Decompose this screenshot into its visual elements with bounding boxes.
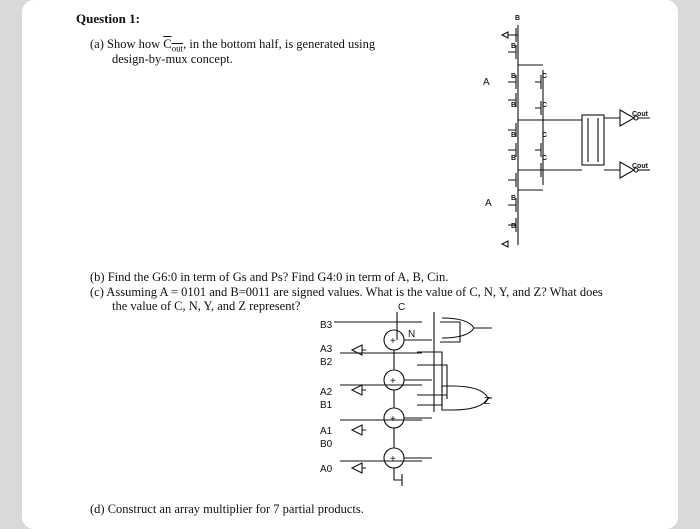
question-c-line1: (c) Assuming A = 0101 and B=0011 are sig… [90,285,603,299]
label-cout-top: Cout [632,111,649,118]
label-a: A [485,198,492,209]
label-b-top: B [515,15,520,22]
adder-1: + [390,414,396,425]
label-c2: C [542,132,547,139]
question-a-line1: (a) Show how Cout, in the bottom half, i… [90,37,375,56]
input-b1: B1 [320,400,333,411]
label-b5: B [511,155,516,162]
label-b2: B [511,73,516,80]
label-b6: B [511,195,516,202]
question-a-line2: design-by-mux concept. [112,52,233,66]
question-title: Question 1: [76,11,140,26]
question-d: (d) Construct an array multiplier for 7 … [90,502,364,516]
flag-c: C [398,302,405,313]
transistor-circuit-diagram: B B A B C B C B C B C A B B Cout Cout [320,15,650,486]
label-a-bar: A [483,77,490,88]
label-c1: C [542,73,547,80]
flag-z: Z [484,396,490,407]
label-b4: B [511,132,516,139]
input-a2: A2 [320,387,333,398]
adder-0: + [390,454,396,465]
label-cout-bottom: Cout [632,163,649,170]
input-a0: A0 [320,464,333,475]
input-b3: B3 [320,320,333,331]
cout-symbol: Cout [163,37,184,54]
input-b0: B0 [320,439,333,450]
label-b3: B [511,102,516,109]
document-page: Question 1: (a) Show how Cout, in the bo… [22,0,678,529]
question-b: (b) Find the G6:0 in term of Gs and Ps? … [90,270,449,284]
label-c-bar1: C [542,102,547,109]
part-a-rest: , in the bottom half, is generated using [183,37,376,51]
input-a1: A1 [320,426,333,437]
question-c-line2: the value of C, N, Y, and Z represent? [112,299,301,313]
part-a-prefix: (a) Show how [90,37,164,51]
input-a3: A3 [320,344,333,355]
input-b2: B2 [320,357,333,368]
flag-n: N [408,329,415,340]
label-c-bar2: C [542,155,547,162]
label-b-bar-bottom: B [511,223,516,230]
adder-3: + [390,336,396,347]
adder-2: + [390,376,396,387]
label-b-bar: B [511,43,516,50]
